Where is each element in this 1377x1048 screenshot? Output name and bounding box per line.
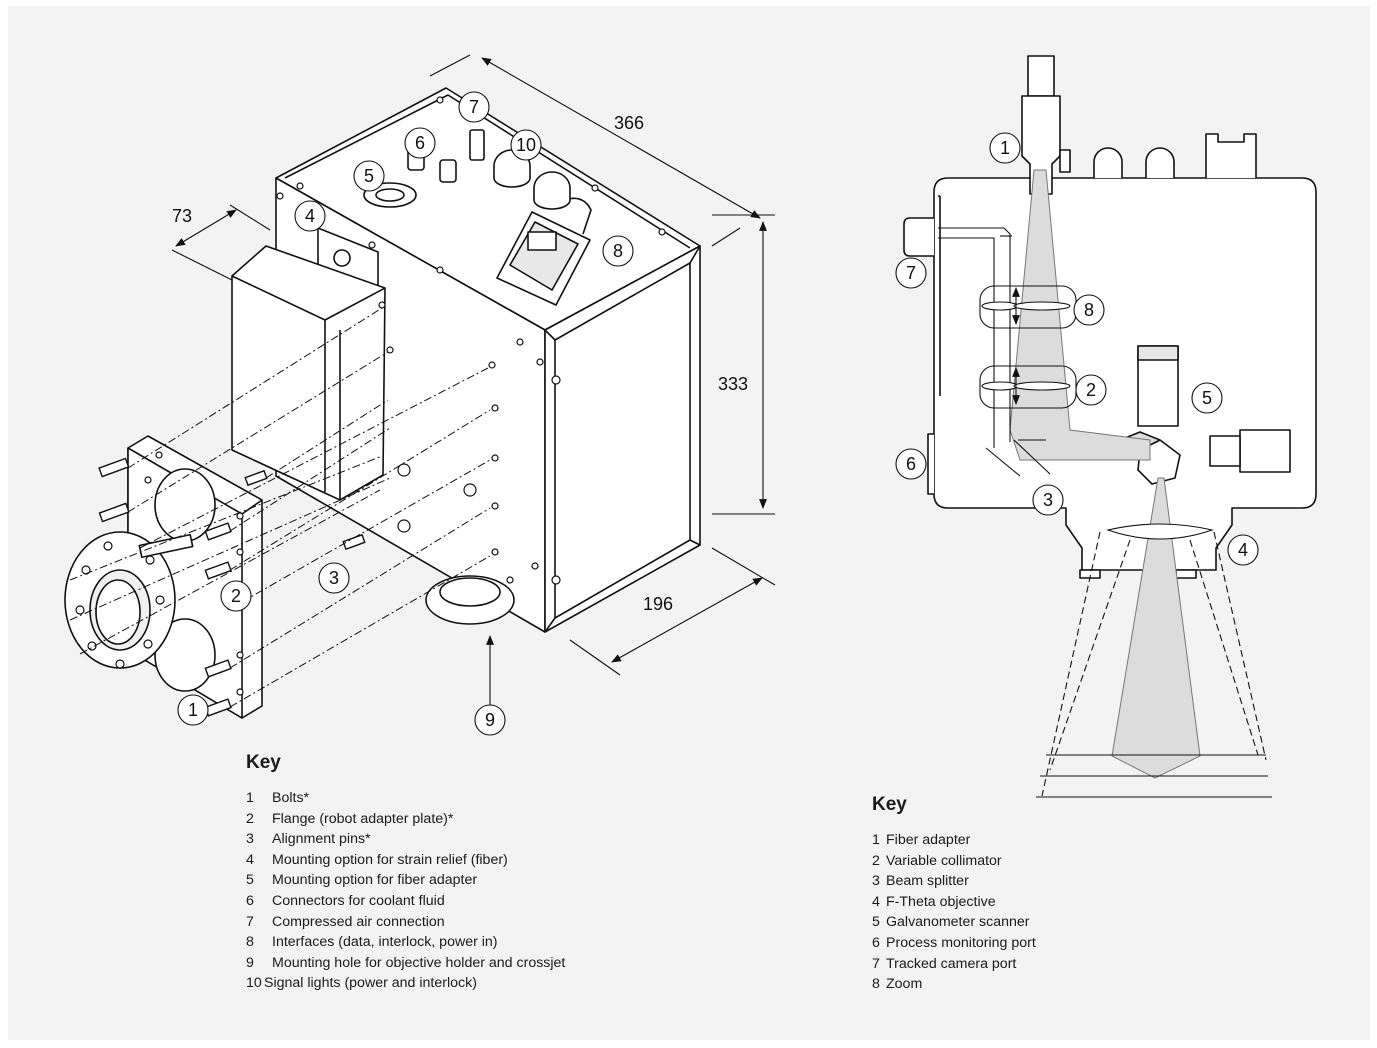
dimension-333: 333 (718, 374, 748, 394)
callout-6: 6 (415, 133, 425, 153)
callout-2: 2 (231, 586, 241, 606)
right-callout-4: 4 (1238, 540, 1248, 560)
callout-9: 9 (485, 710, 495, 730)
optical-guides (938, 227, 1272, 798)
right-callouts (895, 132, 1259, 566)
right-callout-3: 3 (1043, 490, 1053, 510)
housing-section (933, 177, 1317, 571)
right-callout-2: 2 (1086, 380, 1096, 400)
callout-10: 10 (516, 135, 536, 155)
callout-8: 8 (613, 241, 623, 261)
dimension-lines (171, 54, 776, 705)
mounting-holes (75, 96, 666, 696)
right-callout-5: 5 (1202, 388, 1212, 408)
dimension-73: 73 (172, 206, 192, 226)
optical-schematic (903, 55, 1317, 579)
fiber-adapter (1021, 95, 1061, 195)
callout-3: 3 (329, 568, 339, 588)
right-callout-7: 7 (906, 263, 916, 283)
alignment-lines (69, 307, 491, 708)
key-left-title: Key (246, 752, 281, 773)
key-right-title: Key (872, 794, 907, 815)
right-callout-8: 8 (1084, 300, 1094, 320)
callout-7: 7 (469, 97, 479, 117)
callout-5: 5 (364, 166, 374, 186)
dimension-196: 196 (643, 594, 673, 614)
right-callout-1: 1 (1000, 138, 1010, 158)
right-callout-6: 6 (906, 454, 916, 474)
callout-4: 4 (305, 206, 315, 226)
dimension-366: 366 (614, 113, 644, 133)
bolts (98, 457, 366, 717)
callout-1: 1 (188, 700, 198, 720)
side-cover (231, 245, 386, 501)
left-callouts (177, 91, 634, 736)
